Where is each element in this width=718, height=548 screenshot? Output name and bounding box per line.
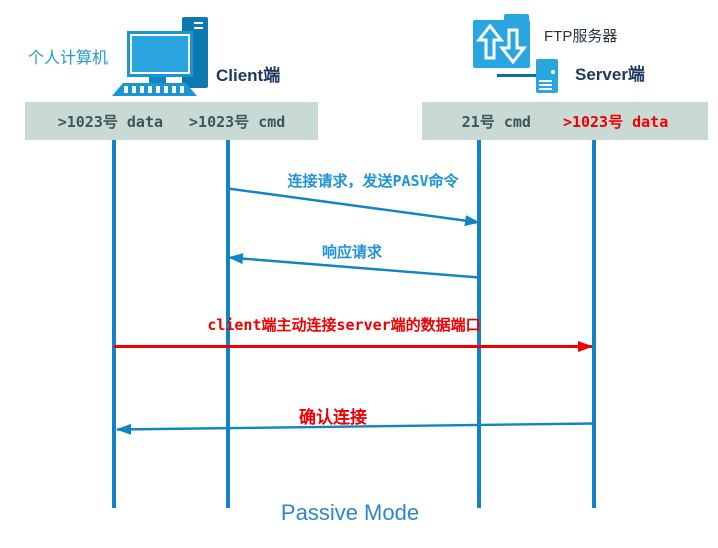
client-device-label: 个人计算机 bbox=[28, 50, 109, 67]
mode-title: Passive Mode bbox=[280, 500, 420, 525]
keyboard-icon bbox=[112, 83, 197, 96]
keyboard-keys bbox=[123, 86, 186, 93]
server-device-label: FTP服务器 bbox=[544, 28, 618, 45]
server-slot-line bbox=[539, 88, 552, 90]
server-slot-line bbox=[539, 80, 552, 82]
client-ports-box: >1023号 data >1023号 cmd bbox=[25, 102, 318, 140]
tower-vent-line bbox=[194, 27, 203, 29]
response-label: 响应请求 bbox=[321, 243, 382, 261]
server-power-dot bbox=[551, 70, 555, 74]
confirm-arrow bbox=[116, 422, 595, 435]
response-arrow bbox=[228, 253, 480, 279]
pasv-request-label: 连接请求，发送PASV命令 bbox=[287, 172, 459, 190]
client-cmd-port-label: >1023号 cmd bbox=[189, 112, 286, 131]
ftp-folder-tab bbox=[504, 14, 529, 24]
server-data-port-label: >1023号 data bbox=[562, 112, 669, 131]
client-data-port-label: >1023号 data bbox=[57, 112, 164, 131]
monitor-screen bbox=[130, 34, 190, 74]
server-cmd-port-label: 21号 cmd bbox=[461, 112, 531, 131]
folder-server-connector-line bbox=[497, 74, 537, 77]
confirm-label: 确认连接 bbox=[299, 408, 367, 427]
tower-vent-line bbox=[194, 22, 203, 24]
server-tower-icon bbox=[536, 59, 558, 93]
ftp-folder-icon bbox=[473, 20, 530, 68]
server-ports-box: 21号 cmd >1023号 data bbox=[422, 102, 708, 140]
upload-download-arrows-icon bbox=[475, 23, 528, 65]
data-connect-label: client端主动连接server端的数据端口 bbox=[207, 316, 481, 334]
monitor-stand bbox=[149, 77, 166, 83]
server-slot-line bbox=[539, 84, 552, 86]
pasv-request-arrow bbox=[227, 187, 480, 227]
client-endpoint-label: Client端 bbox=[216, 66, 281, 85]
monitor-icon bbox=[127, 31, 193, 77]
server-endpoint-label: Server端 bbox=[575, 65, 645, 84]
